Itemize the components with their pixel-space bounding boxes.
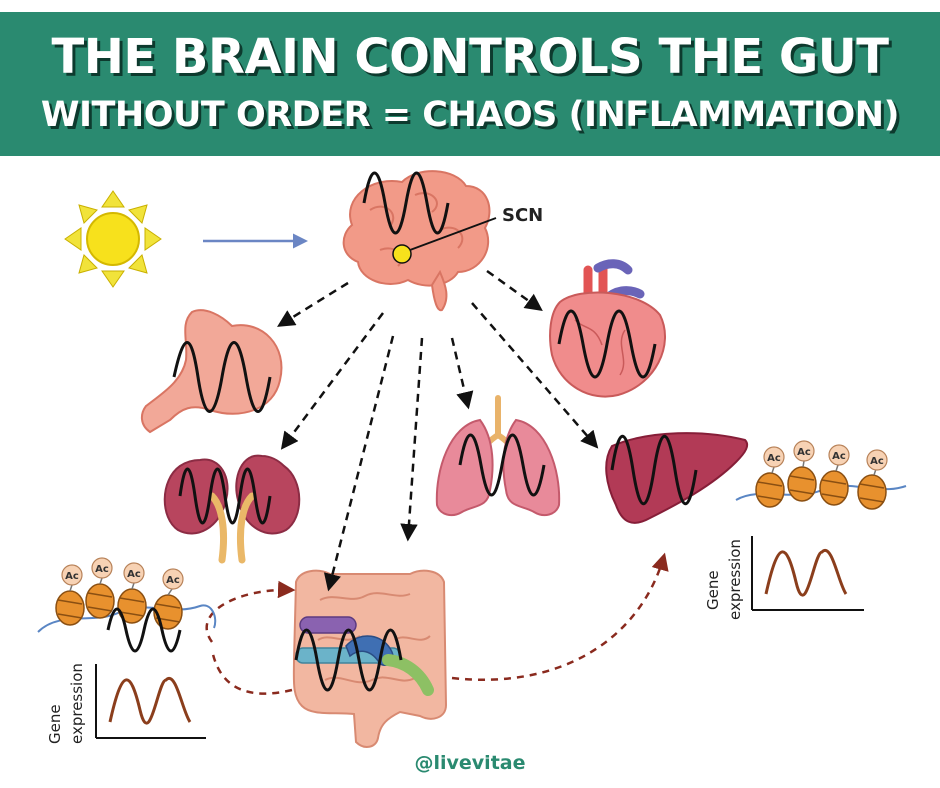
ac-label: Ac <box>127 569 141 580</box>
expression-curve <box>764 548 848 597</box>
ac-mark <box>793 440 815 462</box>
chromatin-left <box>37 557 217 653</box>
gene-axis-label: Gene <box>46 704 64 744</box>
brain-icon <box>342 170 497 312</box>
ac-mark <box>123 562 145 584</box>
ac-mark <box>61 564 83 586</box>
expression-axis-label: expression <box>726 539 744 620</box>
gene-expression-plot-right <box>751 536 864 611</box>
arrow-chromatin-to-gut <box>205 580 296 643</box>
ac-mark <box>162 568 184 590</box>
ac-mark <box>91 557 113 579</box>
ac-mark <box>763 446 785 468</box>
intestine-icon <box>292 569 448 748</box>
ac-label: Ac <box>166 575 180 586</box>
liver-icon <box>605 432 749 524</box>
ac-label: Ac <box>95 564 109 575</box>
expression-axis-label: expression <box>68 663 86 744</box>
scn-dot <box>392 244 412 264</box>
heart-icon <box>549 259 666 398</box>
ac-mark <box>866 449 888 471</box>
arrow-to-lungs <box>450 337 474 410</box>
gene-expression-plot-left <box>95 664 206 739</box>
arrow-to-intestine-right <box>400 337 424 542</box>
scn-label: SCN <box>502 205 543 226</box>
arrow-to-heart <box>486 269 543 312</box>
arrow-to-intestine-left <box>323 335 395 592</box>
ac-label: Ac <box>870 456 884 467</box>
scn-pointer <box>409 217 497 251</box>
ac-mark <box>828 444 850 466</box>
arrow-to-kidneys <box>280 312 385 450</box>
arrow-gut-to-liver <box>451 552 669 681</box>
arrow-gut-to-chromatin <box>210 649 293 695</box>
arrow-to-stomach <box>277 281 349 327</box>
footer-handle: @livevitae <box>414 752 526 774</box>
expression-curve <box>108 676 192 725</box>
ac-label: Ac <box>797 447 811 458</box>
page-title: THE BRAIN CONTROLS THE GUT <box>51 29 889 85</box>
kidneys-icon <box>163 454 301 564</box>
ac-label: Ac <box>832 451 846 462</box>
gene-axis-label: Gene <box>704 570 722 610</box>
page-subtitle: WITHOUT ORDER = CHAOS (INFLAMMATION) <box>40 95 900 135</box>
arrow-to-liver <box>471 302 599 449</box>
ac-label: Ac <box>65 571 79 582</box>
title-banner <box>0 12 940 156</box>
chromatin-right <box>735 440 907 510</box>
sun-icon <box>64 190 162 288</box>
ac-label: Ac <box>767 453 781 464</box>
stomach-icon <box>140 309 283 434</box>
lungs-icon <box>435 395 561 517</box>
